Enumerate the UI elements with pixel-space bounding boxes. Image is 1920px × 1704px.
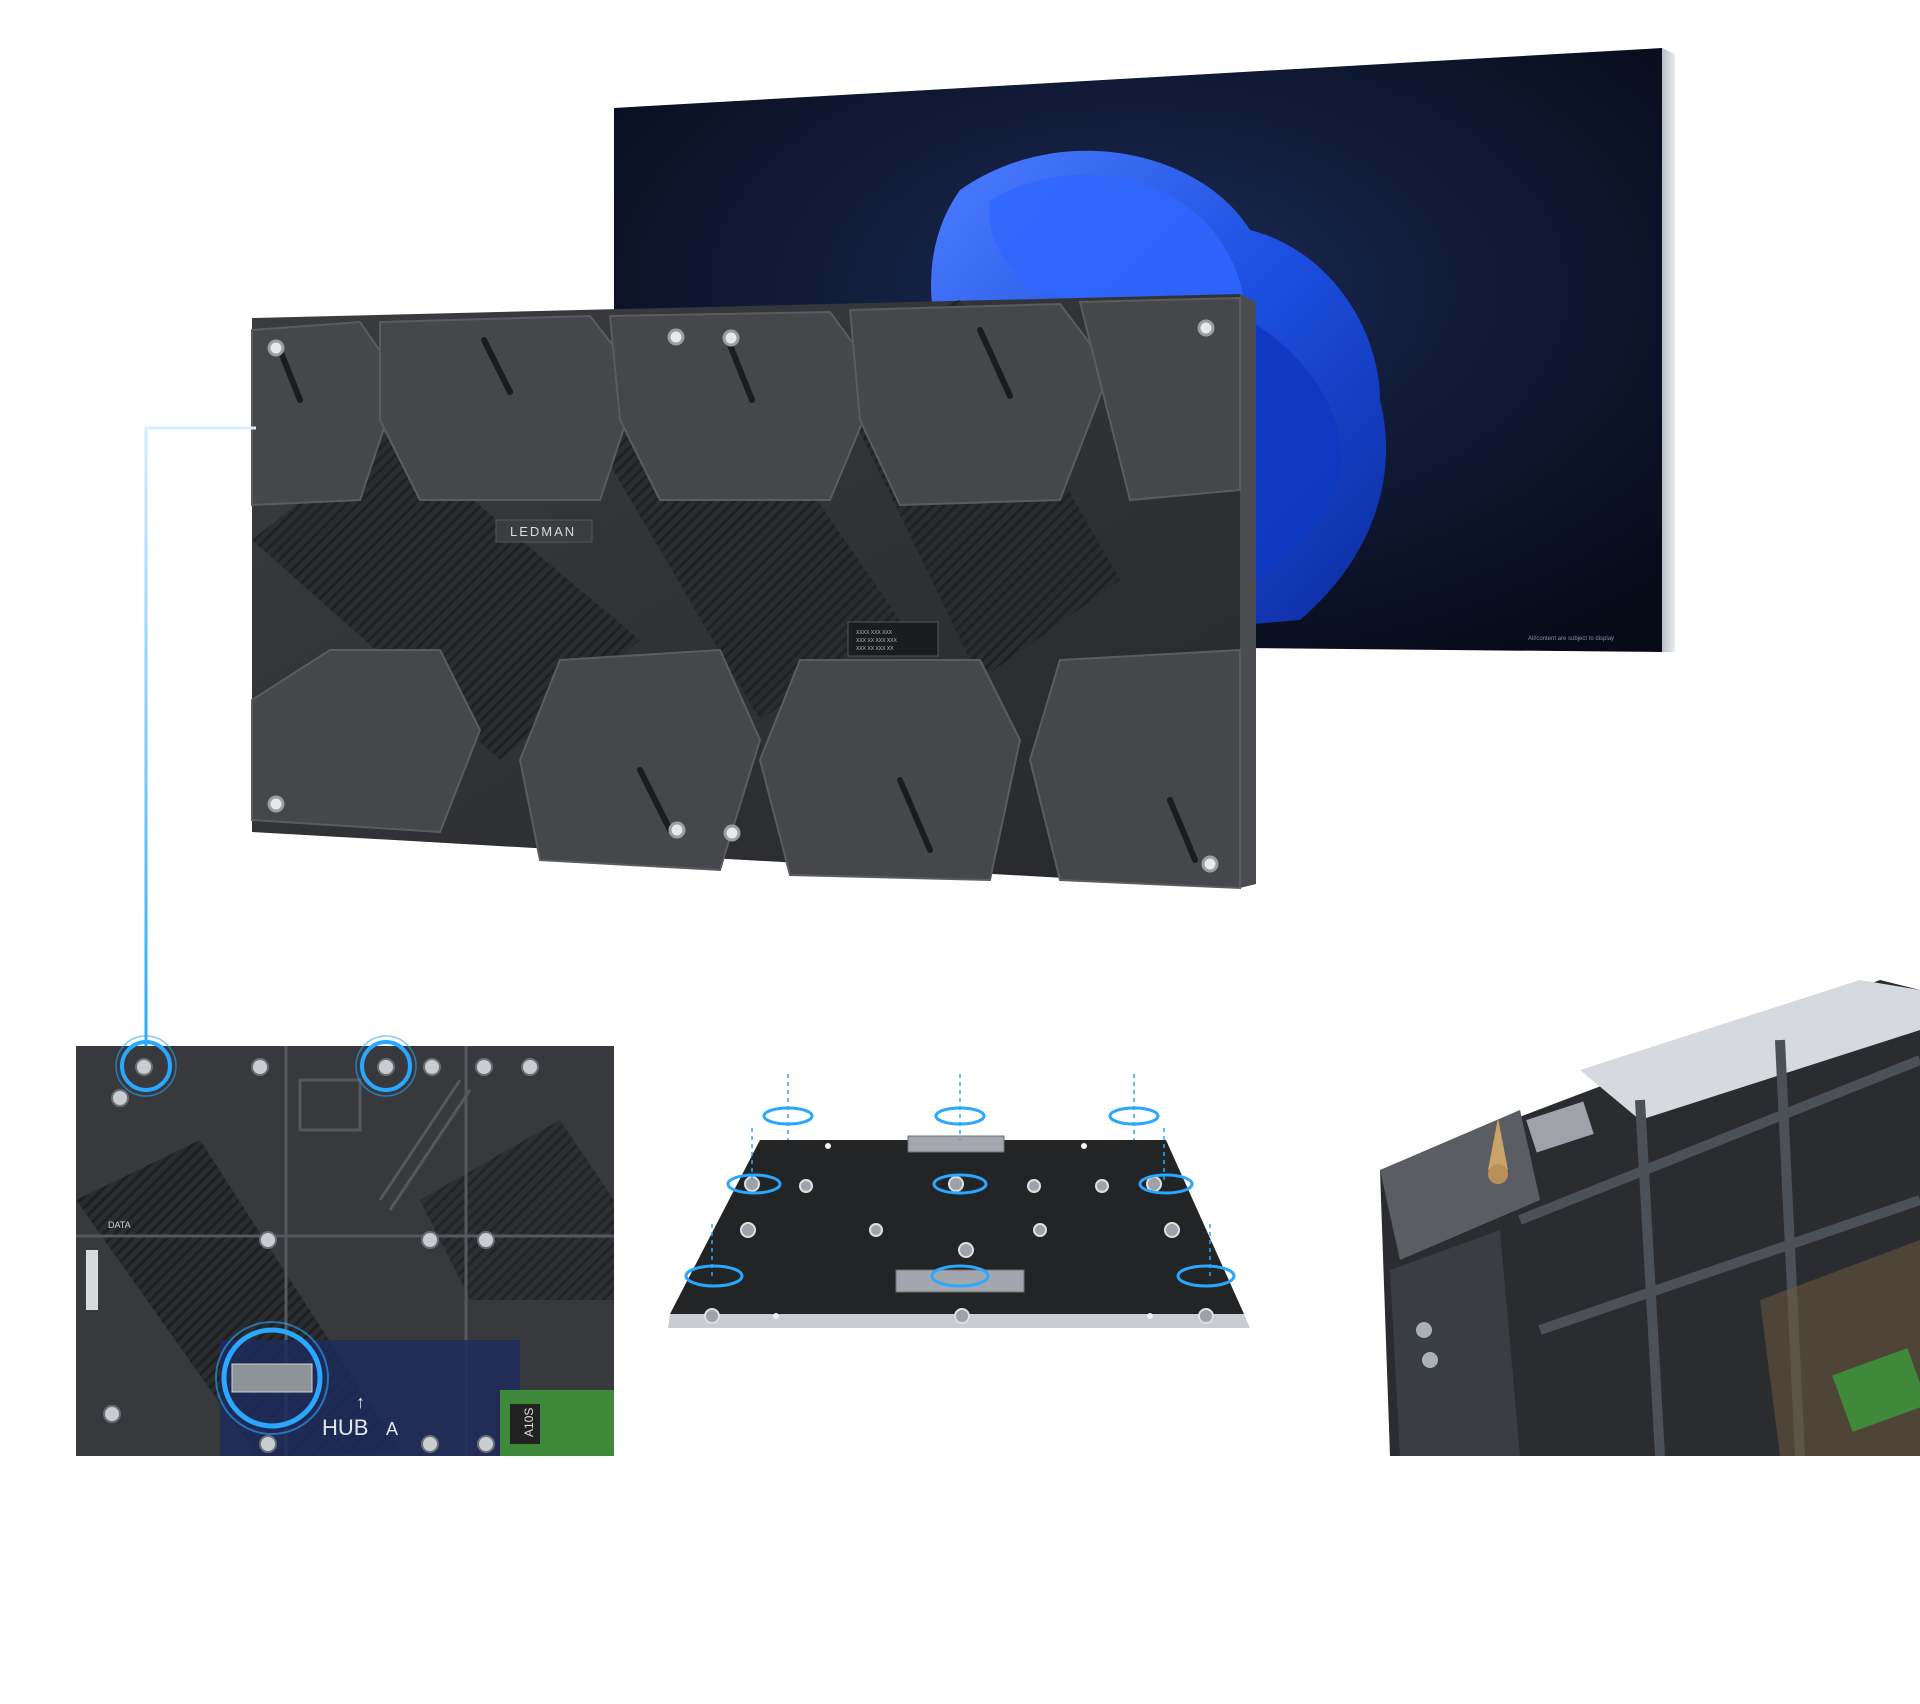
- rear-cabinet-panel: LEDMAN XXXX XXX XXX XXX XX XXX XXX XXX X…: [251, 294, 1256, 890]
- hub-suffix: A: [386, 1419, 398, 1439]
- detail-back-panel: A10S DATA HUB A ↑: [76, 1035, 614, 1456]
- callout-line: [144, 426, 256, 1050]
- data-label: DATA: [108, 1220, 131, 1230]
- detail-cabinet-corner: [1380, 980, 1920, 1456]
- label-line-1: XXXX XXX XXX: [856, 630, 893, 636]
- label-line-3: XXX XX XXX XX: [856, 646, 894, 652]
- brand-logo: LEDMAN: [510, 524, 576, 539]
- highlight-ring-icon: [115, 1035, 417, 1435]
- screen-caption: All/content are subject to display: [1528, 636, 1614, 642]
- connector-icon: [895, 1135, 1025, 1293]
- label-line-2: XXX XX XXX XXX: [856, 638, 898, 644]
- hub-label: HUB: [322, 1415, 368, 1440]
- chip-label: A10S: [522, 1408, 536, 1437]
- detail-module-plate: [668, 1074, 1250, 1328]
- arrow-up-icon: ↑: [356, 1392, 365, 1412]
